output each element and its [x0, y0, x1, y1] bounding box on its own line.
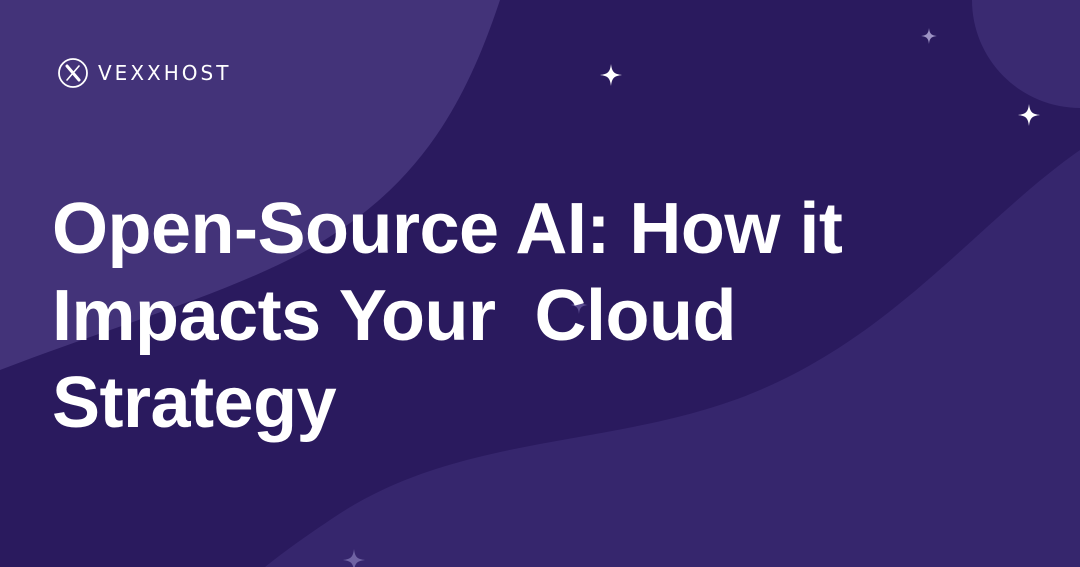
sparkle-icon [1018, 104, 1040, 126]
page-title: Open-Source AI: How it Impacts Your Clou… [52, 186, 952, 447]
sparkle-icon [921, 28, 937, 44]
sparkle-icon [600, 64, 622, 86]
brand-name: VEXXHOST [98, 61, 232, 85]
title-line-1: Open-Source AI: How it [52, 189, 843, 269]
sparkle-icon [570, 296, 588, 314]
vexxhost-x-logo-icon [58, 58, 88, 88]
title-line-2: Impacts Your Cloud [52, 276, 736, 356]
sparkle-icon [343, 549, 365, 567]
title-line-3: Strategy [52, 363, 337, 443]
brand-logo: VEXXHOST [57, 57, 231, 89]
